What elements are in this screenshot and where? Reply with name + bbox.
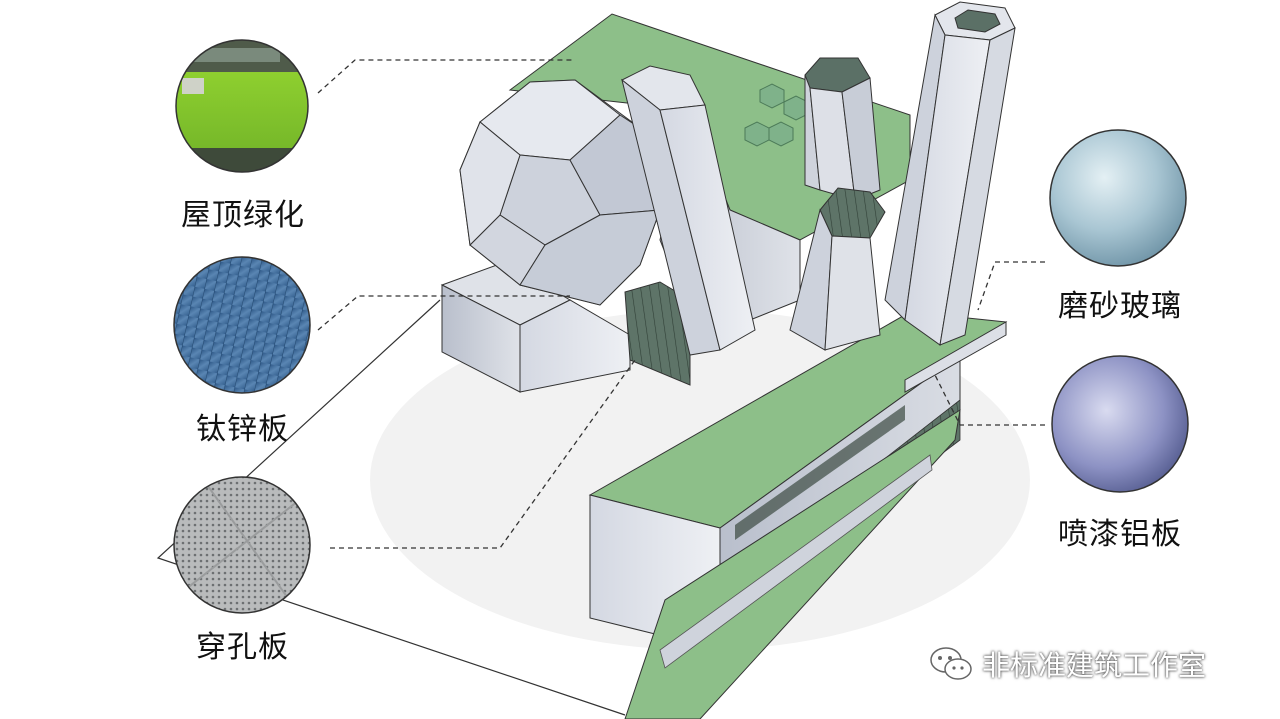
label-titanium-zinc: 钛锌板 [196, 404, 289, 448]
painted-aluminum-swatch [1052, 356, 1188, 492]
short-tower-back [805, 58, 880, 200]
label-frosted-glass: 磨砂玻璃 [1058, 281, 1182, 325]
label-painted-aluminum: 喷漆铝板 [1058, 509, 1182, 553]
watermark: 非标准建筑工作室 [928, 644, 1206, 684]
frosted-glass-swatch [1050, 130, 1186, 266]
titanium-zinc-swatch [172, 255, 312, 395]
perforated-swatch [172, 475, 312, 615]
green-roof-swatch [176, 40, 308, 172]
watermark-text: 非标准建筑工作室 [982, 644, 1206, 684]
wechat-icon [928, 645, 974, 683]
label-green-roof: 屋顶绿化 [181, 190, 305, 234]
label-perforated: 穿孔板 [196, 622, 289, 666]
